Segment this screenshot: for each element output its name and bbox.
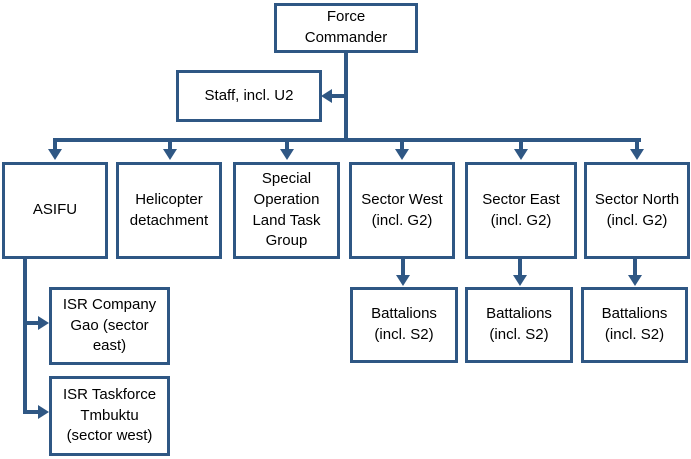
node-battalions-east: Battalions (incl. S2) (465, 287, 573, 363)
connector-drop-sector-north (635, 138, 639, 150)
connector-drop-soltg (285, 138, 289, 150)
node-battalions-west: Battalions (incl. S2) (350, 287, 458, 363)
node-special-operation-land-task-group: Special Operation Land Task Group (233, 162, 340, 259)
arrowhead-battalions-north (628, 275, 642, 286)
node-staff: Staff, incl. U2 (176, 70, 322, 122)
node-isr-taskforce-tmbuktu: ISR Taskforce Tmbuktu (sector west) (49, 376, 170, 456)
arrowhead-asifu (48, 149, 62, 160)
arrowhead-sector-north (630, 149, 644, 160)
connector-asifu-vertical (23, 259, 27, 414)
connector-drop-sector-east (519, 138, 523, 150)
arrowhead-helicopter (163, 149, 177, 160)
connector-sector-west-battalions (401, 259, 405, 276)
connector-asifu-isr-taskforce (23, 410, 39, 414)
node-asifu: ASIFU (2, 162, 108, 259)
node-battalions-north: Battalions (incl. S2) (581, 287, 688, 363)
connector-sector-east-battalions (518, 259, 522, 276)
arrowhead-sector-west (395, 149, 409, 160)
arrowhead-battalions-west (396, 275, 410, 286)
node-sector-north: Sector North (incl. G2) (584, 162, 690, 259)
arrowhead-staff (321, 89, 332, 103)
node-sector-west: Sector West (incl. G2) (349, 162, 455, 259)
connector-staff-branch (331, 94, 345, 98)
connector-asifu-isr-company (23, 321, 39, 325)
connector-drop-sector-west (400, 138, 404, 150)
arrowhead-soltg (280, 149, 294, 160)
connector-trunk-vertical (344, 52, 348, 142)
node-sector-east: Sector East (incl. G2) (465, 162, 577, 259)
arrowhead-sector-east (514, 149, 528, 160)
connector-drop-helicopter (168, 138, 172, 150)
node-force-commander: Force Commander (274, 3, 418, 53)
arrowhead-isr-company (38, 316, 49, 330)
node-isr-company-gao: ISR Company Gao (sector east) (49, 287, 170, 365)
connector-drop-asifu (53, 138, 57, 150)
arrowhead-battalions-east (513, 275, 527, 286)
arrowhead-isr-taskforce (38, 405, 49, 419)
node-helicopter-detachment: Helicopter detachment (116, 162, 222, 259)
connector-distribution-horizontal (53, 138, 641, 142)
connector-sector-north-battalions (633, 259, 637, 276)
